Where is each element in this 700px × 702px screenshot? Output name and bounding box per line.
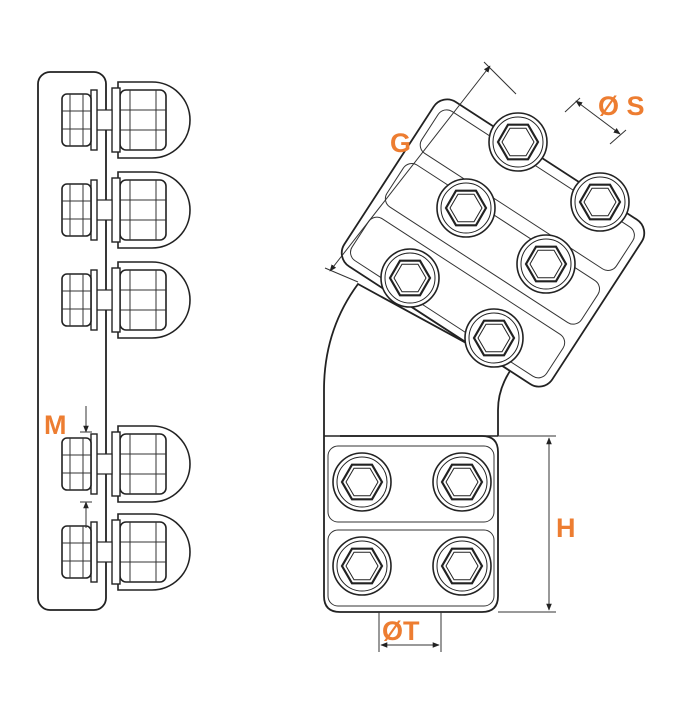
top-view: G Ø S H ØT — [323, 61, 646, 652]
upper-bolt — [487, 111, 549, 173]
upper-bolt — [569, 171, 631, 233]
dim-label-g: G — [390, 128, 411, 158]
side-view: M — [37, 71, 191, 611]
upper-bolt — [435, 177, 497, 239]
lower-bolt — [331, 535, 393, 597]
side-bolt-set — [61, 425, 191, 503]
lower-bolt — [331, 451, 393, 513]
dim-label-t: ØT — [382, 616, 420, 646]
lower-bolt — [431, 535, 493, 597]
g-dimension-line — [329, 65, 491, 272]
dim-label-h: H — [556, 513, 576, 543]
dim-label-s: Ø S — [598, 91, 645, 121]
side-bolt-set — [61, 261, 191, 339]
upper-bolt — [379, 247, 441, 309]
side-bolt-set — [61, 513, 191, 591]
upper-bolt — [515, 233, 577, 295]
dim-label-m: M — [44, 410, 67, 440]
side-bolt-set — [61, 81, 191, 159]
lower-bolt — [431, 451, 493, 513]
s-dimension-line — [575, 100, 621, 135]
upper-bolt — [463, 307, 525, 369]
side-bolt-set — [61, 171, 191, 249]
